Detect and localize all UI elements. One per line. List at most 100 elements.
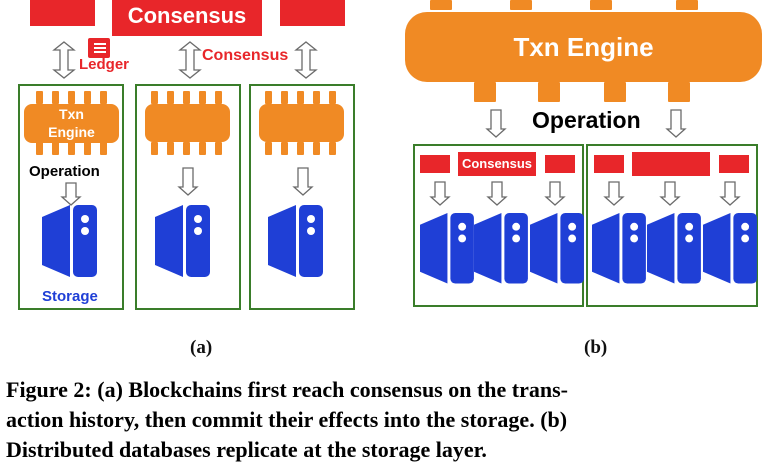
storage-led-icon bbox=[458, 234, 467, 243]
engine-label-line1: Txn bbox=[59, 106, 84, 122]
engine-pin bbox=[281, 142, 288, 155]
down-arrow-icon bbox=[60, 182, 82, 206]
ledger-label: Ledger bbox=[79, 56, 130, 73]
storage-drum-icon bbox=[42, 205, 70, 277]
bidirectional-arrow-icon bbox=[294, 41, 318, 79]
down-arrow-icon bbox=[486, 181, 508, 206]
diagram-shapes bbox=[36, 0, 757, 284]
storage-disk-icon bbox=[504, 213, 528, 284]
down-arrow-icon bbox=[485, 109, 507, 138]
storage-drum-icon bbox=[268, 205, 296, 277]
engine-pin bbox=[68, 91, 75, 104]
down-arrow-icon bbox=[719, 181, 741, 206]
engine-pin bbox=[100, 91, 107, 104]
node-box-a2 bbox=[135, 84, 241, 310]
engine-pin bbox=[183, 142, 190, 155]
storage-led-icon bbox=[194, 227, 202, 235]
storage-disk-icon bbox=[733, 213, 757, 284]
engine-pin bbox=[676, 0, 698, 10]
storage-disk-icon bbox=[560, 213, 584, 284]
engine-pin bbox=[313, 142, 320, 155]
consensus-bar-b2-right bbox=[719, 155, 749, 173]
engine-pin bbox=[538, 82, 560, 102]
operation-label-a: Operation bbox=[29, 163, 100, 180]
storage-drum-icon bbox=[530, 213, 558, 284]
engine-pin bbox=[329, 142, 336, 155]
engine-pin bbox=[590, 0, 612, 10]
engine-pin bbox=[52, 91, 59, 104]
engine-pin bbox=[100, 142, 107, 155]
storage-led-icon bbox=[512, 222, 521, 231]
storage-drum-icon bbox=[592, 213, 620, 284]
figure-caption-line2: action history, then commit their effect… bbox=[6, 407, 568, 432]
storage-disk-icon bbox=[677, 213, 701, 284]
storage-led-icon bbox=[458, 222, 467, 231]
txn-engine-b: Txn Engine bbox=[405, 12, 762, 82]
engine-pin bbox=[297, 142, 304, 155]
storage-led-icon bbox=[307, 215, 315, 223]
consensus-small-label: Consensus bbox=[202, 47, 289, 64]
storage-led-icon bbox=[741, 222, 750, 231]
storage-led-icon bbox=[307, 227, 315, 235]
down-arrow-icon bbox=[429, 181, 451, 206]
storage-disk-icon bbox=[450, 213, 474, 284]
storage-led-icon bbox=[630, 234, 639, 243]
engine-pin bbox=[474, 82, 496, 102]
ledger-icon bbox=[88, 38, 110, 58]
storage-drum-icon bbox=[155, 205, 183, 277]
storage-disk-icon bbox=[73, 205, 97, 277]
figure-caption-line1: Figure 2: (a) Blockchains first reach co… bbox=[6, 377, 569, 402]
storage-led-icon bbox=[568, 222, 577, 231]
engine-pin bbox=[281, 91, 288, 104]
storage-led-icon bbox=[630, 222, 639, 231]
engine-pin bbox=[151, 91, 158, 104]
node-box-a1 bbox=[18, 84, 124, 310]
consensus-bar-b1-main: Consensus bbox=[458, 152, 536, 176]
engine-pin bbox=[84, 91, 91, 104]
consensus-bar-main: Consensus bbox=[112, 0, 262, 36]
consensus-bar-right bbox=[280, 0, 345, 26]
engine-label-line2: Engine bbox=[48, 124, 95, 140]
storage-disk-icon bbox=[186, 205, 210, 277]
engine-pin bbox=[510, 0, 532, 10]
storage-disk-icon bbox=[299, 205, 323, 277]
storage-label: Storage bbox=[42, 288, 98, 305]
bidirectional-arrow-icon bbox=[178, 41, 202, 79]
down-arrow-icon bbox=[665, 109, 687, 138]
engine-pin bbox=[151, 142, 158, 155]
down-arrow-icon bbox=[603, 181, 625, 206]
txn-engine-a1: Txn Engine bbox=[24, 104, 119, 143]
engine-pin bbox=[199, 91, 206, 104]
engine-pin bbox=[329, 91, 336, 104]
down-arrow-icon bbox=[544, 181, 566, 206]
engine-pin bbox=[313, 91, 320, 104]
engine-pin bbox=[265, 91, 272, 104]
storage-drum-icon bbox=[474, 213, 502, 284]
storage-led-icon bbox=[194, 215, 202, 223]
engine-pin bbox=[52, 142, 59, 155]
storage-drum-icon bbox=[647, 213, 675, 284]
consensus-bar-b1-left bbox=[420, 155, 450, 173]
engine-pin bbox=[215, 91, 222, 104]
down-arrow-icon bbox=[292, 167, 314, 196]
subcaption-a: (a) bbox=[190, 337, 213, 358]
engine-pin bbox=[167, 142, 174, 155]
engine-pin bbox=[215, 142, 222, 155]
figure-caption-line3: Distributed databases replicate at the s… bbox=[6, 437, 487, 462]
engine-pin bbox=[68, 142, 75, 155]
storage-led-icon bbox=[568, 234, 577, 243]
down-arrow-icon bbox=[177, 167, 199, 196]
consensus-bar-b2-left bbox=[594, 155, 624, 173]
consensus-bar-b1-right bbox=[545, 155, 575, 173]
engine-pin bbox=[167, 91, 174, 104]
storage-drum-icon bbox=[420, 213, 448, 284]
storage-led-icon bbox=[685, 222, 694, 231]
engine-pin bbox=[604, 82, 626, 102]
storage-led-icon bbox=[741, 234, 750, 243]
engine-pin bbox=[265, 142, 272, 155]
consensus-bar-left bbox=[30, 0, 95, 26]
engine-pin bbox=[183, 91, 190, 104]
node-box-b2 bbox=[586, 144, 758, 307]
consensus-label: Consensus bbox=[127, 3, 247, 28]
operation-label-b: Operation bbox=[532, 107, 641, 133]
